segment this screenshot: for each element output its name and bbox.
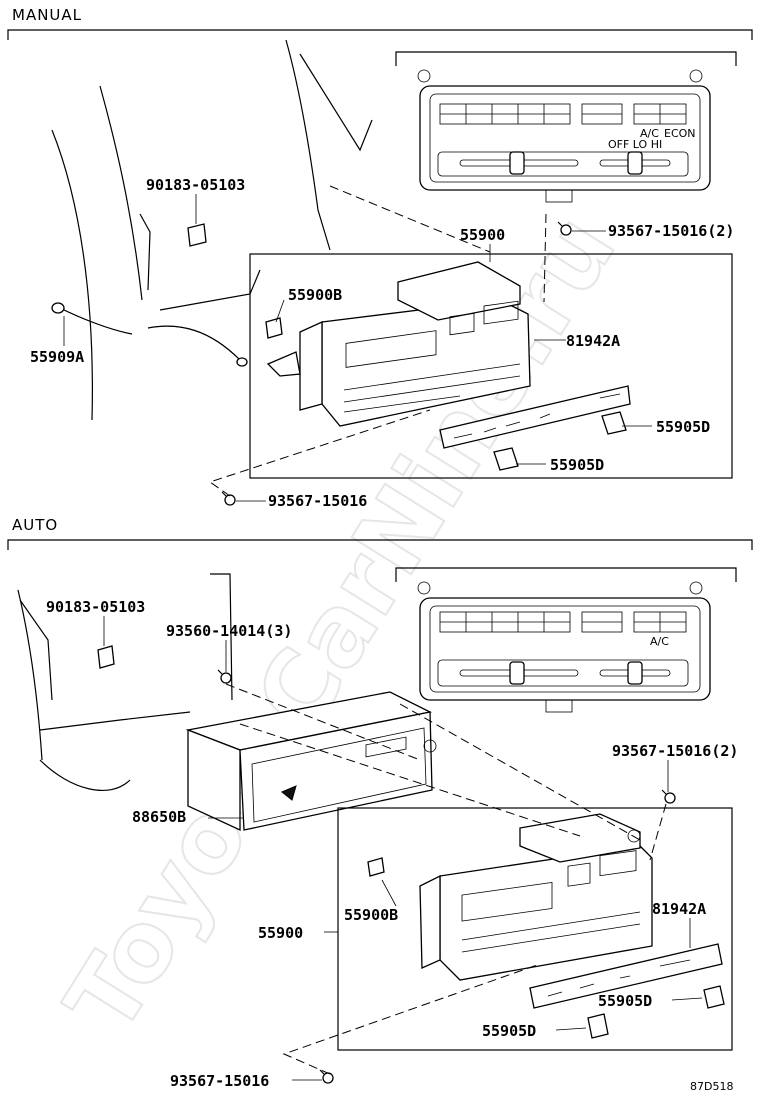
assembly-lines-auto (225, 683, 667, 1075)
label-knob-right-auto: 55905D (598, 992, 652, 1010)
label-unit-manual: 55900 (460, 226, 505, 244)
section-bracket-manual (7, 29, 753, 40)
label-panel-manual: 81942A (566, 332, 620, 350)
face-plate-auto (529, 943, 723, 1009)
knob-55905d-right-auto (703, 985, 725, 1009)
label-clip-auto: 90183-05103 (46, 598, 145, 616)
face-plate-manual (439, 385, 631, 449)
label-knob-right-manual: 55905D (656, 418, 710, 436)
clip-manual (187, 223, 207, 247)
label-knob-bottom-manual: 55905D (550, 456, 604, 474)
dashboard-outline-auto (17, 573, 233, 791)
ac-mark: A/C (640, 127, 659, 140)
label-screw-right-auto: 93567-15016(2) (612, 742, 738, 760)
label-wire-manual: 55909A (30, 348, 84, 366)
label-screw-left-auto: 93560-14014(3) (166, 622, 292, 640)
section-title-auto: AUTO (12, 516, 58, 534)
wire-55909a-manual (51, 302, 248, 367)
heater-unit-auto (419, 813, 653, 981)
econ-mark: ECON (664, 127, 696, 140)
label-knob-bottom-auto: 55905D (482, 1022, 536, 1040)
clip-auto (97, 645, 115, 669)
leader-lines-manual (63, 194, 652, 502)
assembly-box-manual (249, 253, 733, 479)
label-knob-small-auto: 55900B (344, 906, 398, 924)
screw-left-auto (217, 669, 232, 684)
fan-mark: OFF LO HI (608, 138, 662, 151)
ac-mark-auto: A/C (650, 635, 669, 648)
assembly-box-auto (337, 807, 733, 1051)
knob-55900b-manual (265, 317, 283, 339)
screw-bottom-manual (221, 491, 236, 506)
diagram-code: 87D518 (690, 1080, 733, 1093)
label-panel-auto: 81942A (652, 900, 706, 918)
screw-top-manual (557, 221, 572, 236)
knob-55905d-bottom-manual (493, 447, 519, 471)
knob-55905d-right-manual (601, 411, 627, 435)
section-bracket-auto (7, 539, 753, 550)
heater-unit-manual (266, 261, 531, 427)
label-screw-bottom-manual: 93567-15016 (268, 492, 367, 510)
screw-right-auto (661, 789, 676, 804)
section-title-manual: MANUAL (12, 6, 82, 24)
label-knob-small-manual: 55900B (288, 286, 342, 304)
control-face-auto: A/C (395, 567, 737, 713)
leader-lines-auto (103, 616, 703, 1081)
knob-55905d-bottom-auto (587, 1013, 609, 1039)
label-screw-top-manual: 93567-15016(2) (608, 222, 734, 240)
label-unit-auto: 55900 (258, 924, 303, 942)
label-clip-manual: 90183-05103 (146, 176, 245, 194)
assembly-lines-manual (208, 185, 547, 497)
module-88650b (185, 691, 437, 832)
label-module-auto: 88650B (132, 808, 186, 826)
control-face-manual: A/C ECON OFF LO HI (395, 51, 737, 203)
knob-55900b-auto (367, 857, 385, 877)
label-screw-bottom-auto: 93567-15016 (170, 1072, 269, 1090)
